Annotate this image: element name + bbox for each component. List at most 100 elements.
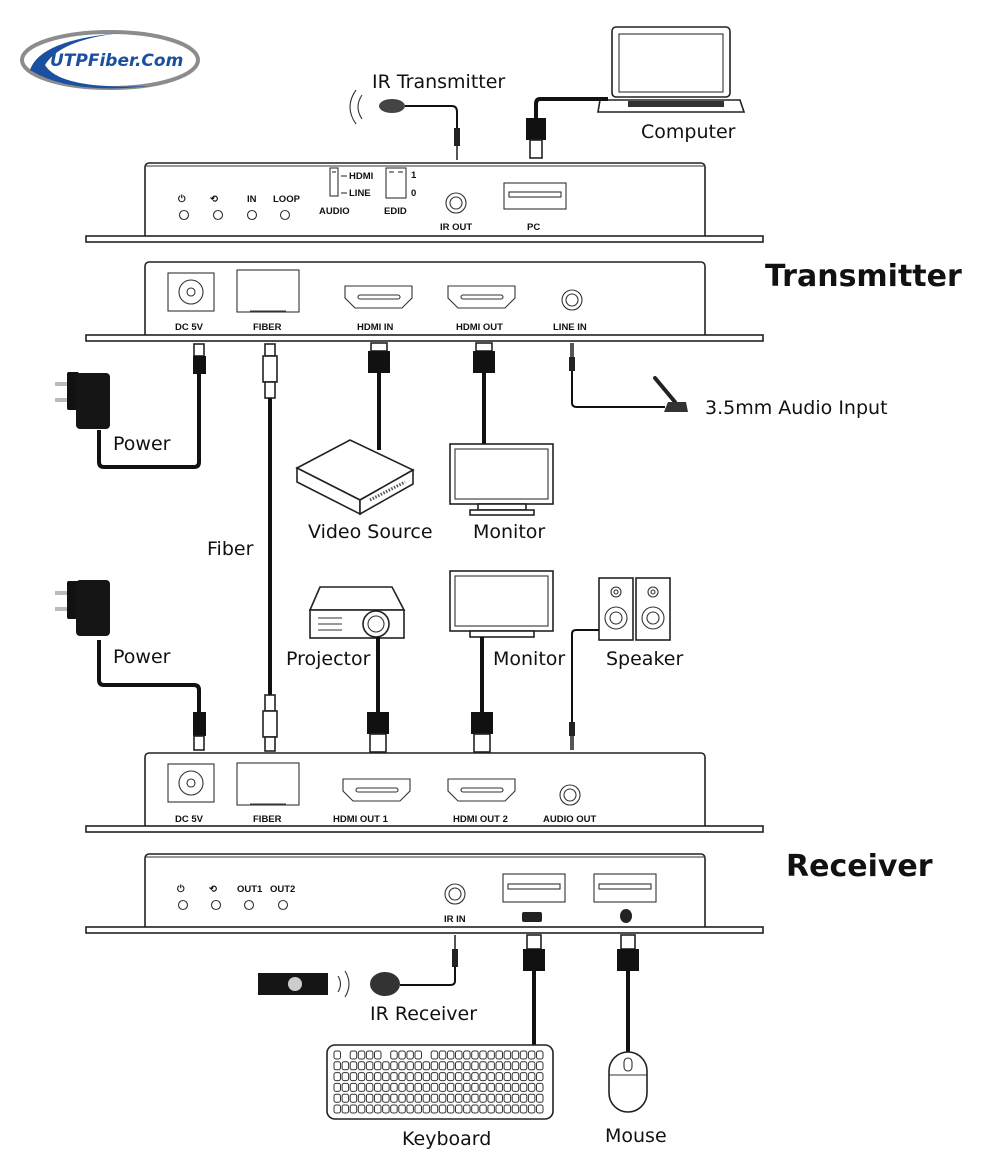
keyboard-key [455, 1104, 463, 1114]
link-icon: ⟲ [210, 194, 219, 205]
keyboard-key [333, 1072, 341, 1082]
video-source-label: Video Source [308, 521, 433, 543]
keyboard-key [390, 1082, 398, 1092]
keyboard-key [382, 1072, 390, 1082]
keyboard-key [446, 1082, 455, 1092]
keyboard-key [487, 1104, 495, 1114]
keyboard-key [471, 1104, 479, 1114]
audio-switch-line: LINE [349, 188, 371, 199]
tx-led-loop-label: LOOP [273, 194, 301, 205]
hdmi-cable-monitor-tx [473, 342, 495, 444]
keyboard-key [365, 1050, 374, 1060]
keyboard-icon [522, 912, 542, 922]
keyboard-key [357, 1104, 366, 1114]
logo-text: UTPFiber.Com [50, 51, 183, 71]
speaker-icon [598, 577, 671, 641]
keyboard-key [365, 1104, 374, 1114]
keyboard-key [438, 1082, 447, 1092]
keyboard-key [519, 1072, 528, 1082]
keyboard-key [479, 1104, 487, 1114]
keyboard-key [422, 1082, 431, 1092]
keyboard-key [446, 1050, 455, 1060]
rx-hdmi-out1-port: HDMI OUT 1 [333, 778, 411, 825]
receiver-front-panel [85, 853, 764, 934]
rx-led-out1-label: OUT1 [237, 884, 263, 895]
laptop-icon [597, 26, 746, 113]
keyboard-key [382, 1082, 390, 1092]
keyboard-key [333, 1093, 341, 1103]
keyboard-key [446, 1072, 455, 1082]
keyboard-key [495, 1082, 503, 1092]
ir-in-label: IR IN [444, 914, 466, 925]
keyboard-key [527, 1050, 536, 1060]
keyboard-key [479, 1072, 487, 1082]
keyboard-key [414, 1082, 422, 1092]
ir-receiver-cable [400, 935, 458, 986]
keyboard-key [382, 1104, 390, 1114]
ir-transmitter-device [349, 89, 460, 160]
pc-port-label: PC [527, 222, 540, 233]
keyboard-key [511, 1061, 520, 1071]
keyboard-key [406, 1093, 414, 1103]
keyboard-key [495, 1072, 503, 1082]
keyboard-key [487, 1061, 495, 1071]
keyboard-key [503, 1082, 512, 1092]
transmitter-rear-panel [85, 261, 764, 342]
hdmi-cable-monitor-rx [471, 637, 493, 753]
keyboard-key [455, 1050, 463, 1060]
keyboard-key [463, 1093, 471, 1103]
keyboard-key [471, 1082, 479, 1092]
power-icon: ⏻ [178, 193, 186, 205]
rx-hdmi-out2-port: HDMI OUT 2 [447, 778, 516, 825]
rx-hdmi-out2-label: HDMI OUT 2 [453, 814, 508, 825]
keyboard-key [374, 1061, 382, 1071]
edid-position-0: 0 [411, 188, 416, 199]
keyboard-key [438, 1050, 447, 1060]
edid-switch-label: EDID [384, 206, 407, 217]
keyboard-key [527, 1061, 536, 1071]
keyboard-key [333, 1061, 341, 1071]
keyboard-key [527, 1072, 536, 1082]
tx-line-in-port: LINE IN [553, 289, 587, 333]
keyboard-key [390, 1050, 398, 1060]
rx-dc5v-port: DC 5V [167, 763, 215, 825]
keyboard-key [455, 1093, 463, 1103]
keyboard-key [527, 1104, 536, 1114]
rx-led-out2: OUT2 [270, 884, 295, 911]
audio-switch[interactable]: HDMI LINE AUDIO [319, 167, 373, 217]
keyboard-key [519, 1104, 528, 1114]
keyboard-key [357, 1050, 366, 1060]
tx-hdmi-in-port: HDMI IN [344, 285, 413, 333]
keyboard-key [536, 1050, 544, 1060]
keyboard-key [519, 1061, 528, 1071]
projector-icon [308, 586, 406, 639]
monitor-tx-label: Monitor [473, 521, 545, 543]
keyboard-key [430, 1050, 439, 1060]
keyboard-key [471, 1093, 479, 1103]
keyboard-key [406, 1061, 414, 1071]
keyboard-key [430, 1093, 439, 1103]
tx-hdmi-out-label: HDMI OUT [456, 322, 503, 333]
monitor-rx-label: Monitor [493, 648, 565, 670]
keyboard-key [414, 1050, 422, 1060]
keyboard-key [495, 1050, 503, 1060]
video-source-icon [295, 439, 415, 516]
keyboard-key [333, 1050, 341, 1060]
keyboard-key [479, 1082, 487, 1092]
ir-receiver-icon [370, 972, 400, 996]
keyboard-key [479, 1050, 487, 1060]
keyboard-key [349, 1082, 358, 1092]
keyboard-key [398, 1061, 406, 1071]
tx-led-loop: LOOP [273, 194, 301, 221]
rx-fiber-label: FIBER [253, 814, 282, 825]
tx-led-in: IN [246, 194, 258, 221]
keyboard-key [365, 1093, 374, 1103]
tx-dc5v-port: DC 5V [167, 272, 215, 333]
keyboard-key [511, 1050, 520, 1060]
audio-switch-label: AUDIO [319, 206, 350, 217]
keyboard-key [487, 1082, 495, 1092]
keyboard-key [446, 1093, 455, 1103]
edid-switch[interactable]: 1 0 EDID [384, 167, 417, 217]
keyboard-key [398, 1050, 406, 1060]
keyboard-key [503, 1104, 512, 1114]
